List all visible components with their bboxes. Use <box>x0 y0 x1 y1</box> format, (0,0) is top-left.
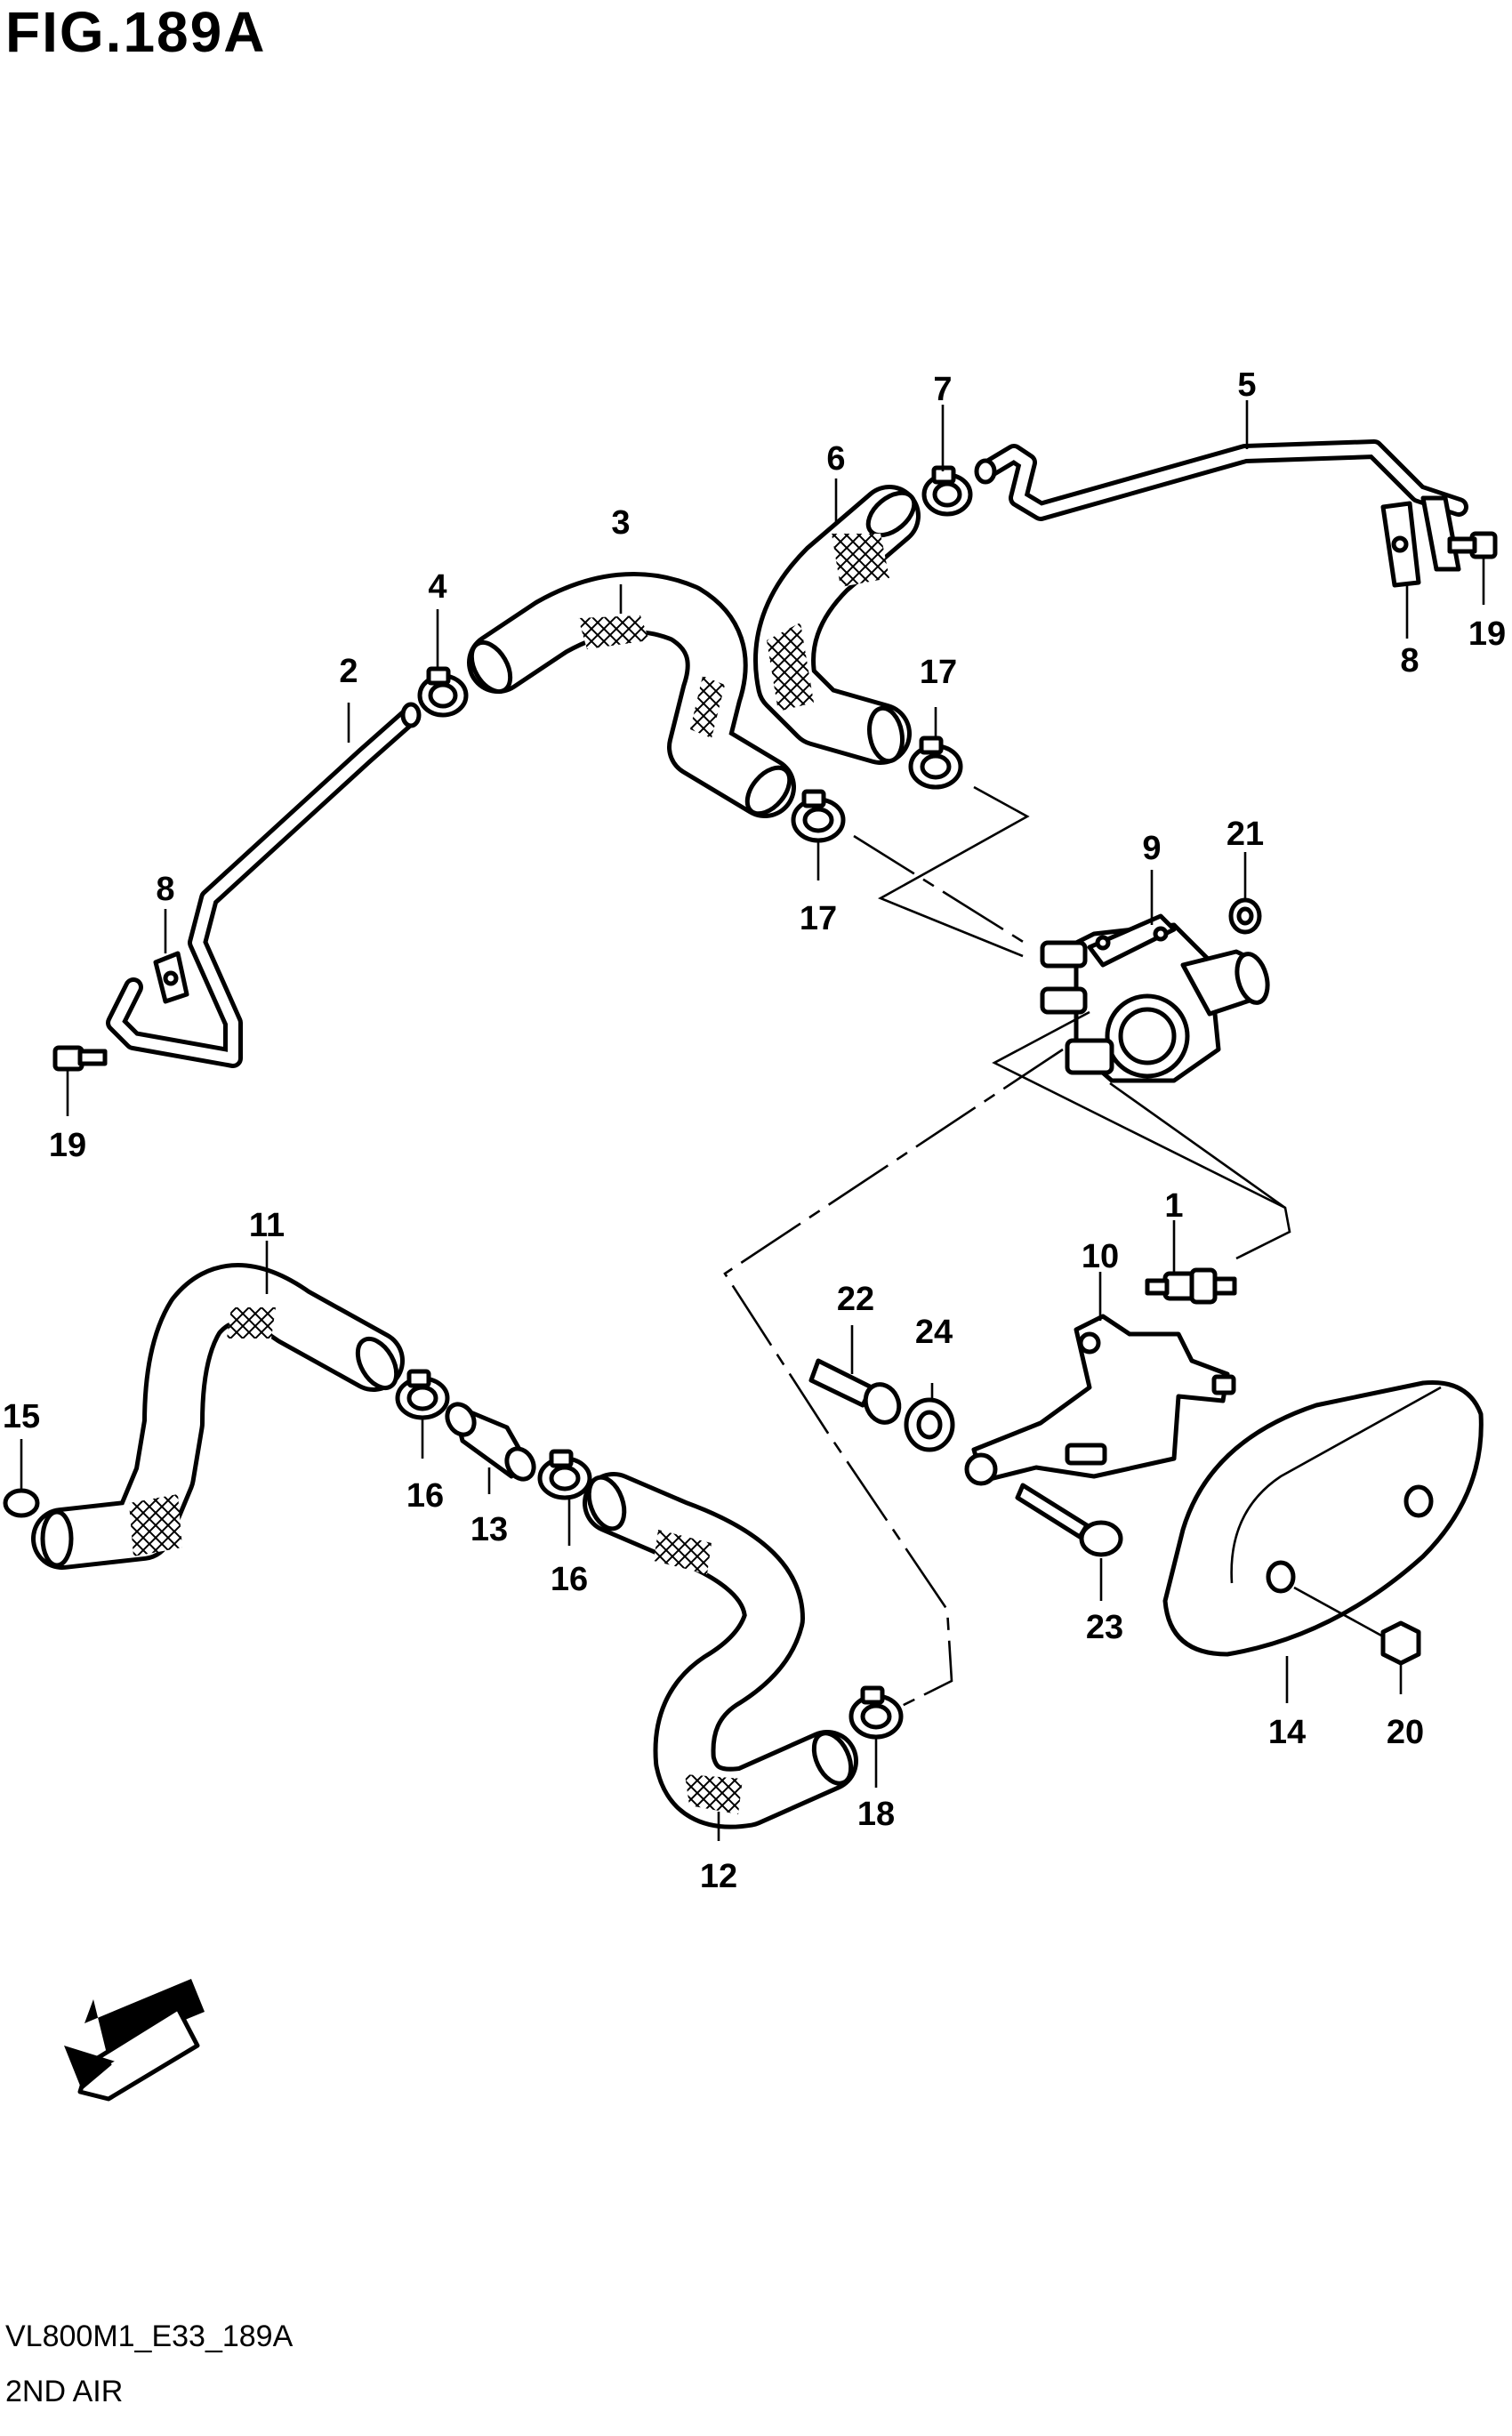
callout-18: 18 <box>857 1796 895 1833</box>
ring-15 <box>3 1488 40 1518</box>
clamp-17-upper <box>908 736 963 790</box>
clamp-16-right <box>537 1449 592 1500</box>
valve-9 <box>1040 913 1270 1083</box>
cushion-24 <box>904 1397 955 1452</box>
clamp-4 <box>417 666 469 718</box>
bolt-19-left <box>52 1045 108 1072</box>
callout-12: 12 <box>700 1858 737 1895</box>
callout-6: 6 <box>826 440 845 478</box>
joint-13 <box>445 1402 536 1482</box>
clamp-18 <box>848 1685 904 1740</box>
callout-19-right: 19 <box>1468 615 1506 653</box>
model-code: VL800M1_E33_189A <box>5 2319 294 2353</box>
callout-19-left: 19 <box>49 1127 86 1164</box>
callout-1: 1 <box>1164 1187 1183 1225</box>
clamp-7 <box>921 465 973 517</box>
callout-9: 9 <box>1142 830 1161 867</box>
bracket-10 <box>964 1314 1236 1486</box>
hose-12 <box>583 1472 858 1829</box>
fwd-direction-badge: FWD <box>64 1979 205 2102</box>
callout-20: 20 <box>1387 1714 1424 1751</box>
callout-23: 23 <box>1086 1609 1123 1646</box>
callout-11: 11 <box>249 1207 285 1244</box>
callout-7: 7 <box>933 371 952 408</box>
callout-13: 13 <box>470 1511 508 1548</box>
callout-17-upper: 17 <box>920 654 957 691</box>
hose-6 <box>753 485 921 765</box>
hose-3 <box>467 572 796 818</box>
pipe-2 <box>106 702 422 1068</box>
callout-4: 4 <box>428 568 446 606</box>
callout-3: 3 <box>611 504 630 542</box>
callout-10: 10 <box>1082 1238 1119 1275</box>
figure-title: FIG.189A <box>5 0 266 64</box>
callout-24: 24 <box>915 1314 953 1351</box>
callout-16-right: 16 <box>551 1561 588 1598</box>
callout-8-left: 8 <box>156 871 174 908</box>
callouts: 1 2 3 4 5 6 7 8 8 9 10 11 12 13 14 15 16… <box>3 366 1506 1895</box>
bolt-22 <box>808 1358 902 1425</box>
callout-5: 5 <box>1237 366 1256 404</box>
callout-16-left: 16 <box>406 1477 444 1515</box>
nut-20 <box>1380 1620 1421 1666</box>
valve-1 <box>1145 1267 1237 1305</box>
reference-lines <box>723 785 1384 1709</box>
clamp-16-left <box>395 1369 450 1420</box>
clamp-17-lower <box>791 789 846 843</box>
section-name: 2ND AIR <box>5 2375 123 2408</box>
callout-22: 22 <box>837 1281 874 1318</box>
bracket-8-left <box>153 951 189 1004</box>
leader-lines <box>20 400 1485 1841</box>
hose-11 <box>31 1263 405 1570</box>
bolt-23 <box>1015 1483 1123 1557</box>
callout-21: 21 <box>1226 816 1264 853</box>
case-14 <box>1162 1379 1484 1657</box>
callout-17-lower: 17 <box>800 900 837 937</box>
bolt-19-right <box>1447 531 1498 559</box>
callout-15: 15 <box>3 1398 40 1435</box>
callout-2: 2 <box>339 653 358 690</box>
washer-21 <box>1228 897 1262 935</box>
pipe-5 <box>974 439 1468 521</box>
callout-14: 14 <box>1268 1714 1306 1751</box>
bracket-8-right <box>1380 495 1461 588</box>
callout-8-right: 8 <box>1400 642 1419 679</box>
